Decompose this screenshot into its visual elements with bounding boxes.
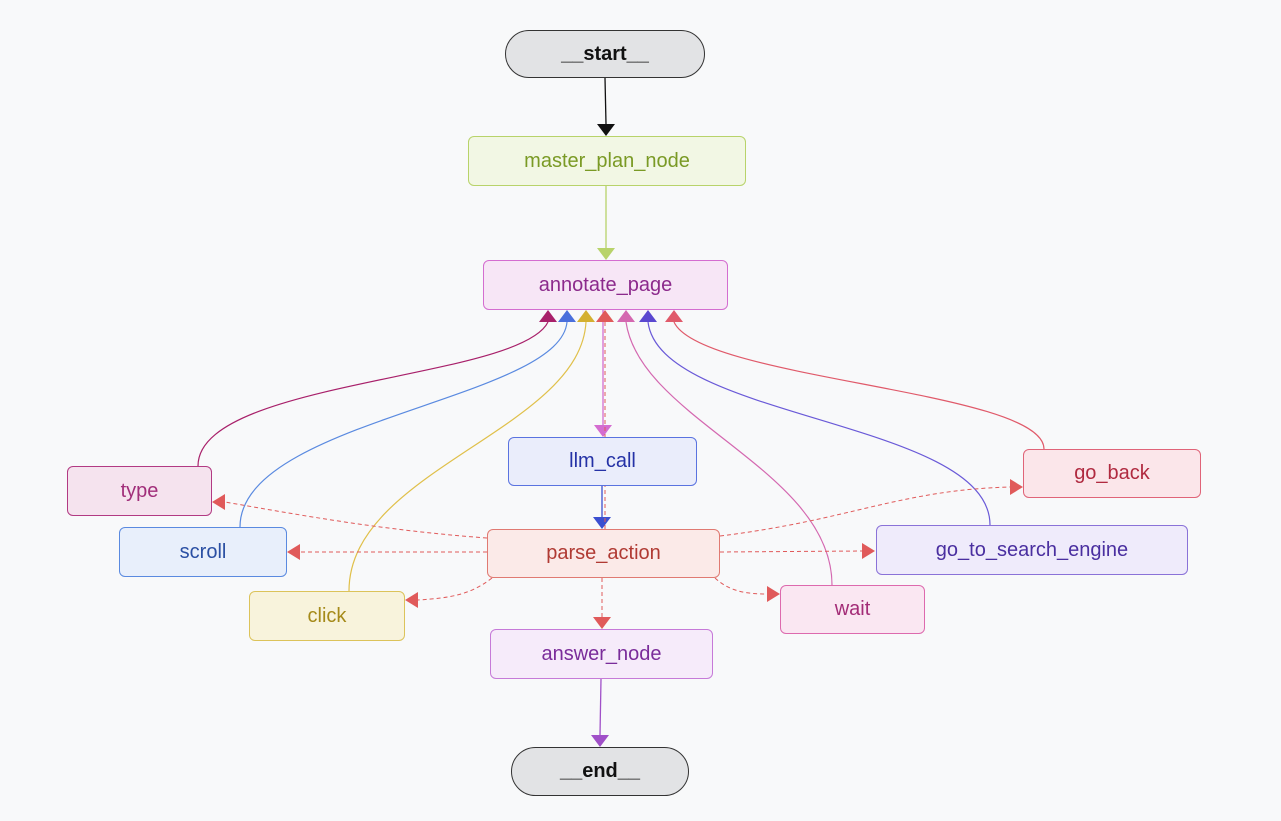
- arrowhead-from-wait: [617, 310, 635, 322]
- node-parse-action[interactable]: parse_action: [487, 529, 720, 578]
- arrowhead-from-scroll: [558, 310, 576, 322]
- node-answer-node[interactable]: answer_node: [490, 629, 713, 679]
- arrowhead-annotate-from-plan: [597, 248, 615, 260]
- arrowhead-from-search: [639, 310, 657, 322]
- node-start[interactable]: __start__: [505, 30, 705, 78]
- edge-wait-to-annotate: [625, 321, 833, 586]
- edge-click-to-annotate: [348, 321, 587, 592]
- edge-answer-to-end: [599, 678, 602, 736]
- node-end-label: __end__: [559, 760, 641, 782]
- edge-go-to-search-to-annotate: [647, 321, 991, 526]
- node-type-label: type: [120, 479, 159, 502]
- arrowhead-click: [405, 592, 418, 608]
- node-click[interactable]: click: [249, 591, 405, 641]
- edge-type-to-annotate: [197, 321, 549, 467]
- node-annotate-page-label: annotate_page: [538, 273, 673, 296]
- node-master-plan-label: master_plan_node: [524, 149, 690, 172]
- node-go-back[interactable]: go_back: [1023, 449, 1201, 498]
- node-wait[interactable]: wait: [780, 585, 925, 634]
- edge-go-back-to-annotate: [673, 321, 1045, 450]
- arrowhead-wait: [767, 586, 780, 602]
- node-start-label: __start__: [561, 42, 649, 65]
- edge-parse-to-click: [417, 577, 493, 601]
- arrowhead-parse: [593, 517, 611, 529]
- arrowhead-from-type: [539, 310, 557, 322]
- arrowhead-scroll: [287, 544, 300, 560]
- arrowhead-master-plan: [597, 124, 615, 136]
- node-wait-label: wait: [834, 598, 871, 620]
- edge-start-to-master-plan: [604, 77, 607, 125]
- arrowhead-answer: [593, 617, 611, 629]
- node-click-label: click: [307, 604, 347, 627]
- node-answer-node-label: answer_node: [541, 642, 662, 665]
- arrowhead-end: [591, 735, 609, 747]
- arrowhead-go-back: [1010, 479, 1023, 495]
- node-go-to-search-engine[interactable]: go_to_search_engine: [876, 525, 1188, 575]
- edge-parse-to-go-back: [719, 486, 1011, 537]
- arrowhead-llm: [594, 425, 612, 437]
- node-type[interactable]: type: [67, 466, 212, 516]
- node-go-back-label: go_back: [1074, 462, 1150, 484]
- arrowhead-from-parse: [596, 310, 614, 322]
- node-annotate-page[interactable]: annotate_page: [483, 260, 728, 310]
- arrowhead-from-click: [577, 310, 595, 322]
- node-llm-call[interactable]: llm_call: [508, 437, 697, 486]
- node-llm-call-label: llm_call: [569, 450, 636, 472]
- edge-parse-to-wait: [714, 577, 768, 595]
- node-parse-action-label: parse_action: [546, 542, 661, 564]
- arrowhead-type: [212, 494, 225, 510]
- arrowhead-go-to-search: [862, 543, 875, 559]
- node-scroll[interactable]: scroll: [119, 527, 287, 577]
- edge-scroll-to-annotate: [239, 321, 568, 528]
- node-master-plan[interactable]: master_plan_node: [468, 136, 746, 186]
- arrowhead-from-go-back: [665, 310, 683, 322]
- node-go-to-search-engine-label: go_to_search_engine: [935, 538, 1129, 561]
- edge-parse-to-go-to-search: [719, 550, 863, 553]
- node-scroll-label: scroll: [179, 540, 227, 563]
- node-end[interactable]: __end__: [511, 747, 689, 796]
- edge-parse-to-type: [224, 501, 488, 539]
